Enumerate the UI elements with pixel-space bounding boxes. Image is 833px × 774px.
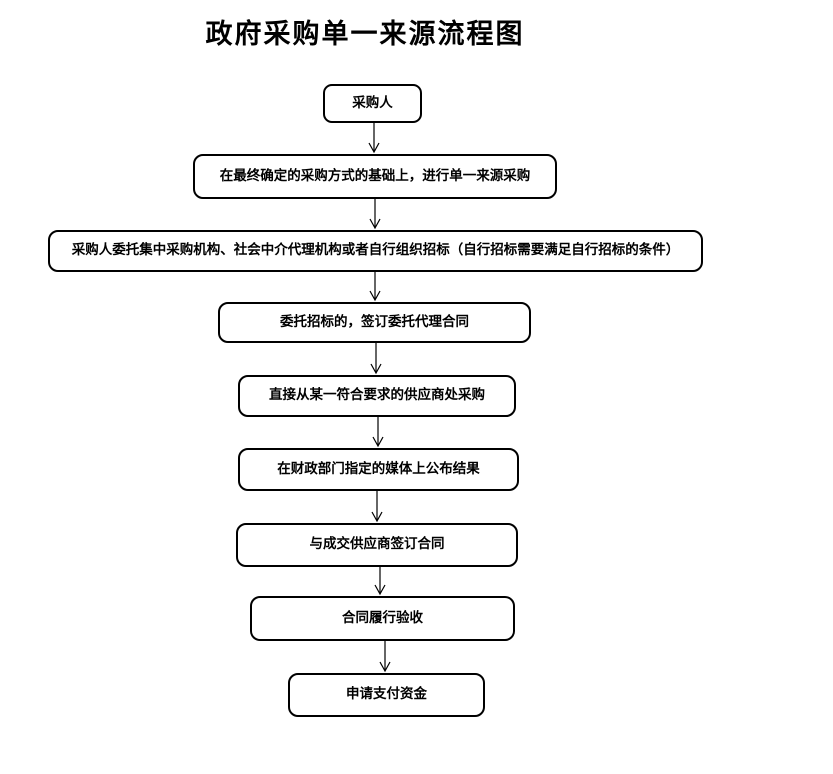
down-arrow-icon xyxy=(372,417,384,448)
flow-step-entrust-agency-or-self-organize: 采购人委托集中采购机构、社会中介代理机构或者自行组织招标（自行招标需要满足自行招… xyxy=(48,230,703,272)
down-arrow-icon xyxy=(369,272,381,302)
flow-step-single-source-basis: 在最终确定的采购方式的基础上，进行单一来源采购 xyxy=(193,154,557,199)
down-arrow-icon xyxy=(370,343,382,375)
flow-step-label: 申请支付资金 xyxy=(346,686,427,703)
down-arrow-icon xyxy=(368,123,380,154)
flow-step-label: 直接从某一符合要求的供应商处采购 xyxy=(269,387,485,404)
down-arrow-icon xyxy=(374,567,386,596)
flow-step-sign-agency-contract: 委托招标的，签订委托代理合同 xyxy=(218,302,531,343)
flow-step-purchaser: 采购人 xyxy=(323,84,422,123)
flow-step-sign-contract-with-winner: 与成交供应商签订合同 xyxy=(236,523,518,567)
flow-step-purchase-from-qualified-supplier: 直接从某一符合要求的供应商处采购 xyxy=(238,375,516,417)
flowchart-title: 政府采购单一来源流程图 xyxy=(205,19,525,50)
flow-step-label: 在最终确定的采购方式的基础上，进行单一来源采购 xyxy=(219,167,531,184)
flow-step-apply-payment: 申请支付资金 xyxy=(288,673,485,717)
flow-step-label: 采购人 xyxy=(352,94,393,111)
flow-step-contract-acceptance: 合同履行验收 xyxy=(250,596,515,641)
down-arrow-icon xyxy=(379,641,391,673)
flow-step-label: 委托招标的，签订委托代理合同 xyxy=(280,313,469,330)
flow-step-publish-result: 在财政部门指定的媒体上公布结果 xyxy=(238,448,519,491)
flow-step-label: 与成交供应商签订合同 xyxy=(309,536,445,553)
down-arrow-icon xyxy=(369,199,381,230)
flow-step-label: 在财政部门指定的媒体上公布结果 xyxy=(277,460,480,477)
down-arrow-icon xyxy=(371,491,383,523)
flow-step-label: 合同履行验收 xyxy=(342,609,423,626)
flow-step-label: 采购人委托集中采购机构、社会中介代理机构或者自行组织招标（自行招标需要满足自行招… xyxy=(71,242,680,259)
